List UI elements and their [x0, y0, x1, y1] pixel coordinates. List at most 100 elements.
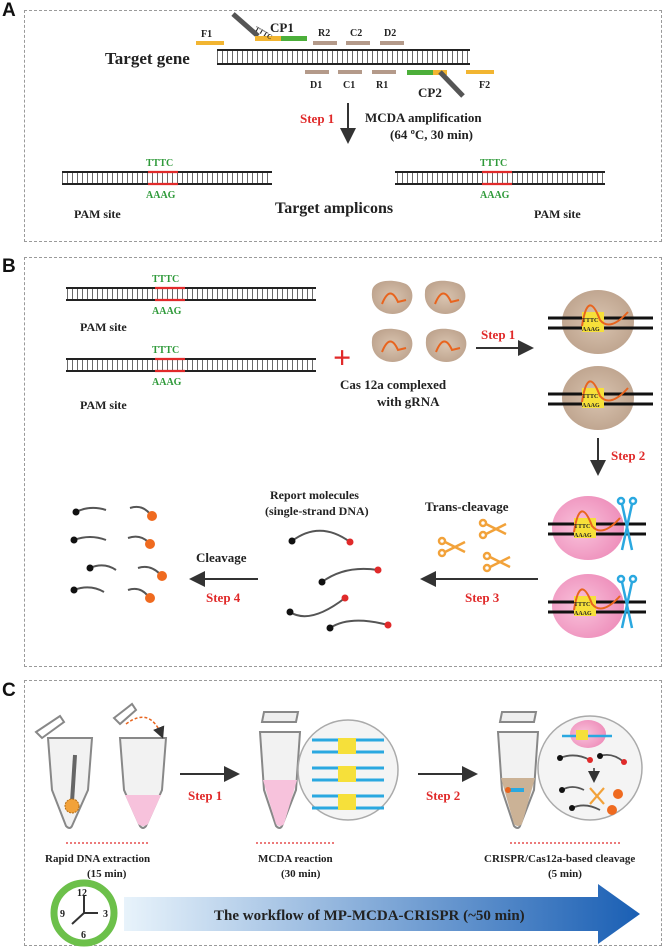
panel-c: Rapid DNA extraction (15 min) Step 1 MCD… [34, 702, 643, 947]
panel-c-letter: C [2, 680, 16, 701]
panel-a-step1-label: Step 1 [300, 111, 334, 126]
activated-complex-2-tttc: TTTC [574, 602, 590, 608]
clock-12: 12 [77, 888, 87, 899]
panel-b-dna1-tttc: TTTC [152, 274, 179, 285]
primer-d2-label: D2 [384, 28, 396, 39]
amplicon-right [395, 170, 605, 186]
panel-c-box [24, 680, 662, 946]
primer-f2-label: F2 [479, 80, 490, 91]
cleavage-label: Cleavage [196, 550, 247, 565]
cas12a-label-line2: with gRNA [377, 394, 440, 409]
panel-b-letter: B [2, 256, 16, 277]
activated-complex-1: TTTC AAAG [548, 496, 646, 560]
panel-b-dna1-aaag: AAAG [152, 306, 182, 317]
primer-c1-label: C1 [343, 80, 355, 91]
primer-cp1-label: CP1 [270, 20, 294, 35]
crispr-tube [496, 711, 540, 829]
trans-cleavage-scissors-icons [437, 518, 511, 573]
panel-b-dna2-pam: PAM site [80, 398, 127, 412]
panel-a-mcda-line2: (64 ºC, 30 min) [390, 127, 473, 142]
primer-c2 [346, 41, 370, 45]
primer-d1 [305, 70, 329, 74]
primer-cp1-tail [231, 12, 260, 38]
report-label-line2: (single-strand DNA) [265, 504, 369, 518]
bound-complex-2-aaag: AAAG [582, 403, 600, 409]
amplicon-right-pam: PAM site [534, 207, 581, 221]
extraction-label-line1: Rapid DNA extraction [45, 853, 150, 865]
panel-b-dna2-tttc: TTTC [152, 345, 179, 356]
crispr-cleavage-bubble [537, 715, 643, 821]
plus-sign: + [333, 339, 351, 375]
bound-complex-2-tttc: TTTC [582, 394, 598, 400]
mcda-amplicon-bubble [297, 719, 399, 821]
bound-complex-1-tttc: TTTC [582, 318, 598, 324]
workflow-arrow [124, 884, 640, 944]
extraction-tube-1 [34, 714, 94, 829]
primer-cp2-label: CP2 [418, 85, 442, 100]
panel-a: Target gene F1 TTTC CP1 R2 C2 D2 D1 C1 R… [62, 12, 605, 221]
workflow-label: The workflow of MP-MCDA-CRISPR (~50 min) [214, 908, 525, 924]
crispr-scissors-icon [589, 787, 605, 805]
activated-complex-2-scissors-icon [616, 574, 638, 629]
panel-b-step4-label: Step 4 [206, 590, 241, 605]
trans-cleavage-label: Trans-cleavage [425, 499, 509, 514]
panel-b-step2-label: Step 2 [611, 448, 645, 463]
panel-b-dna2-aaag: AAAG [152, 377, 182, 388]
primer-c2-label: C2 [350, 28, 362, 39]
activated-complex-1-aaag: AAAG [574, 533, 592, 539]
panel-b-box [24, 257, 662, 667]
primer-cp1-body [255, 36, 281, 41]
amplicon-right-aaag: AAAG [480, 190, 510, 201]
activated-complex-1-scissors-icon [616, 496, 638, 551]
clock-6: 6 [81, 930, 86, 941]
amplicon-left [62, 170, 272, 186]
primer-d1-label: D1 [310, 80, 322, 91]
amplicon-left-pam: PAM site [74, 207, 121, 221]
panel-a-letter: A [2, 0, 16, 21]
report-label-line1: Report molecules [270, 488, 359, 502]
amplicon-left-aaag: AAAG [146, 190, 176, 201]
cas12a-label-line1: Cas 12a complexed [340, 377, 447, 392]
panel-b-dna-1 [66, 286, 316, 302]
cleaved-fragments [70, 505, 167, 603]
crispr-label-line2: (5 min) [548, 868, 582, 880]
panel-b: TTTC AAAG PAM site TTTC AAAG PAM site + [66, 274, 653, 638]
extraction-tube-2 [112, 702, 168, 829]
panel-c-step1-label: Step 1 [188, 788, 222, 803]
primer-r2 [313, 41, 337, 45]
primer-cp1-green [281, 36, 307, 41]
primer-cp2-green [407, 70, 433, 75]
panel-a-mcda-line1: MCDA amplification [365, 110, 482, 125]
activated-complex-2-aaag: AAAG [574, 611, 592, 617]
primer-r2-label: R2 [318, 28, 330, 39]
mcda-label-line1: MCDA reaction [258, 853, 333, 865]
extraction-label-line2: (15 min) [87, 868, 127, 880]
mcda-label-line2: (30 min) [281, 868, 321, 880]
primer-f2 [466, 70, 494, 74]
activated-complex-1-tttc: TTTC [574, 524, 590, 530]
bound-complex-1: TTTC AAAG [548, 290, 653, 354]
panel-a-box [24, 10, 662, 242]
primer-cp2-tail [438, 70, 465, 98]
panel-b-dna-2 [66, 357, 316, 373]
sample-spot-icon [64, 798, 80, 814]
panel-c-step2-label: Step 2 [426, 788, 460, 803]
panel-b-step1-label: Step 1 [481, 327, 515, 342]
primer-f1-label: F1 [201, 29, 212, 40]
target-gene-label: Target gene [105, 49, 190, 68]
clock-icon: 12 3 6 9 [50, 879, 118, 947]
panel-b-dna1-pam: PAM site [80, 320, 127, 334]
amplicon-left-tttc: TTTC [146, 158, 173, 169]
target-gene-dna [217, 49, 470, 65]
primer-c1 [338, 70, 362, 74]
target-amplicons-label: Target amplicons [275, 200, 393, 217]
clock-9: 9 [60, 909, 65, 920]
amplicon-right-tttc: TTTC [480, 158, 507, 169]
primer-f1 [196, 41, 224, 45]
mcda-tube [258, 711, 302, 829]
cas12a-proteins [371, 280, 467, 362]
report-molecules [289, 529, 389, 629]
bound-complex-2: TTTC AAAG [548, 366, 653, 430]
clock-3: 3 [103, 909, 108, 920]
